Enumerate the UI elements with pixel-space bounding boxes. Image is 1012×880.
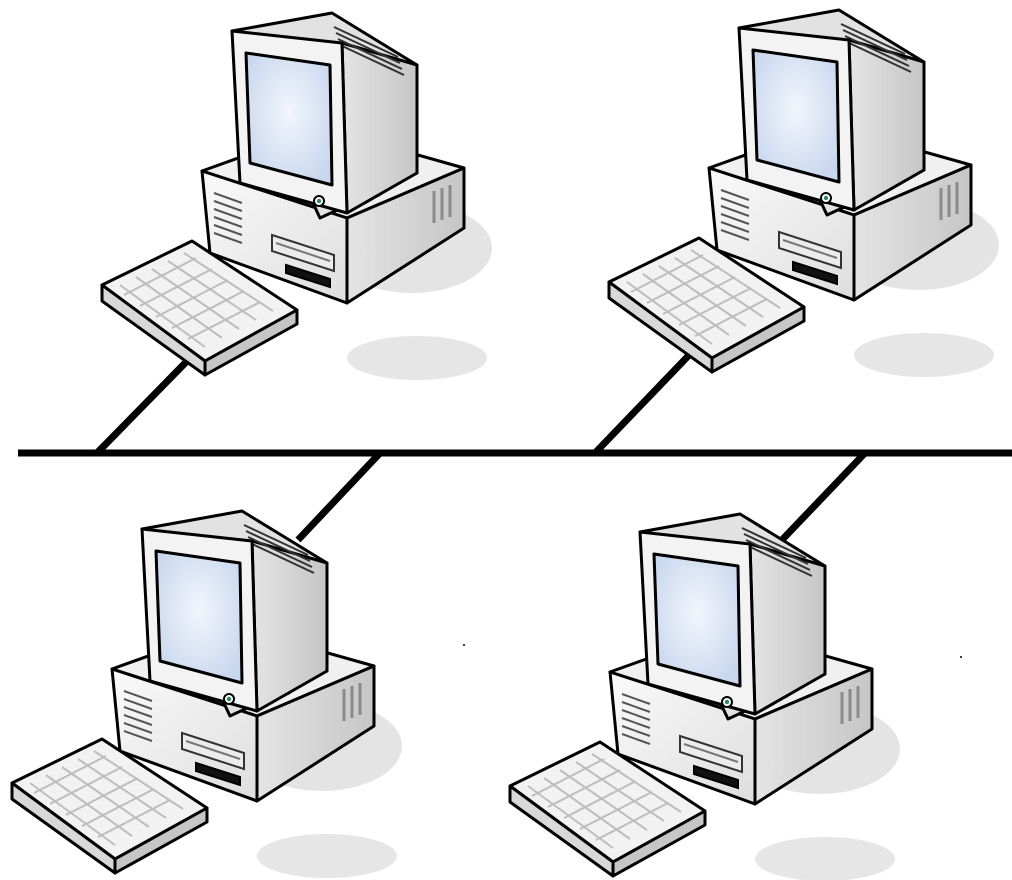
computer-icon: [607, 8, 1001, 379]
computer-icon: [10, 509, 404, 880]
drop-cable-2: [592, 348, 696, 456]
drop-cable-4: [777, 450, 868, 545]
network-cables: [18, 348, 1012, 545]
drop-cable-1: [94, 353, 195, 456]
computer-icon: [508, 512, 902, 880]
drop-cable-3: [295, 450, 383, 543]
computer-icon: [100, 11, 494, 382]
speck: [960, 656, 962, 658]
speck: [463, 644, 465, 646]
